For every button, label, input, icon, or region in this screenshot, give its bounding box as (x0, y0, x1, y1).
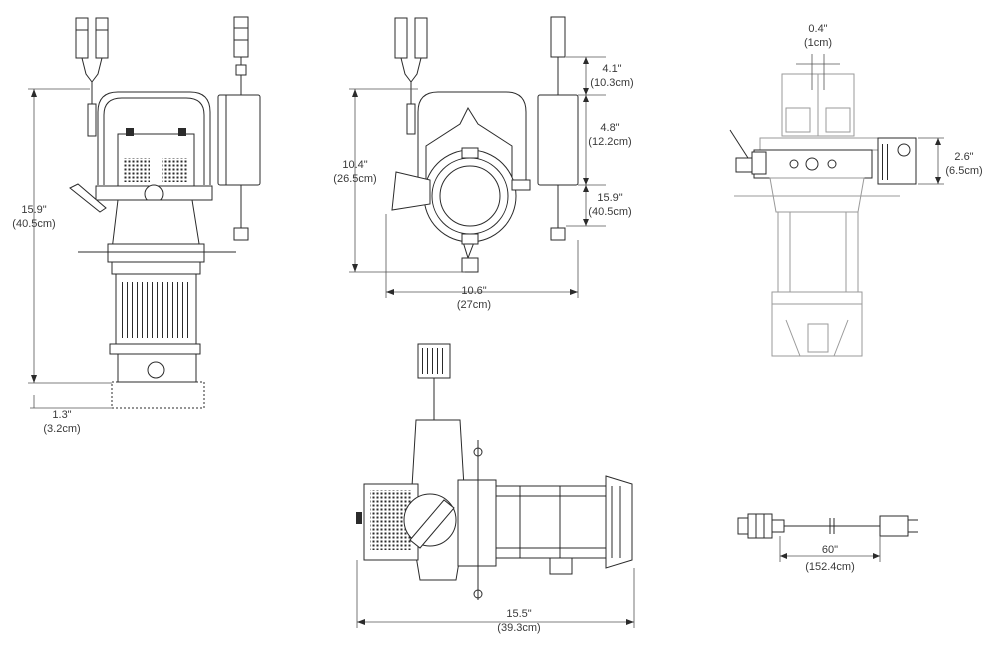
cable-length-in: 60" (822, 544, 838, 556)
top-box-height-dimension: 2.6" (6.5cm) (918, 137, 983, 185)
top-box-height-cm: (6.5cm) (945, 165, 982, 177)
cable-length-cm: (152.4cm) (805, 561, 855, 573)
rear-right-dimensions: 4.1" (10.3cm) 4.8" (12.2cm) 15.9" (40.5c… (566, 56, 634, 227)
side-view (356, 343, 633, 600)
cable-length-dimension: 60" (152.4cm) (779, 536, 881, 573)
power-cable (737, 513, 918, 539)
front-height-dimension: 15.9" (40.5cm) (12, 88, 112, 384)
rear-box-height-cm: (12.2cm) (588, 136, 631, 148)
front-base-offset-cm: (3.2cm) (43, 423, 80, 435)
front-base-offset-dimension: 1.3" (3.2cm) (30, 395, 112, 435)
rear-connector-top-in: 4.1" (602, 63, 621, 75)
top-offset-in: 0.4" (808, 23, 827, 35)
rear-width-cm: (27cm) (457, 299, 491, 311)
rear-box-height-in: 4.8" (600, 122, 619, 134)
front-view (69, 16, 261, 409)
front-base-offset-in: 1.3" (52, 409, 71, 421)
side-length-cm: (39.3cm) (497, 622, 540, 634)
rear-cable-drop-cm: (40.5cm) (588, 206, 631, 218)
front-height-in: 15.9" (21, 204, 46, 216)
dmx-connector-pair (75, 17, 109, 137)
front-height-cm: (40.5cm) (12, 218, 55, 230)
rear-height-dimension: 10.4" (26.5cm) (333, 88, 465, 273)
rear-height-cm: (26.5cm) (333, 173, 376, 185)
rear-cable-drop-in: 15.9" (597, 192, 622, 204)
top-offset-dimension: 0.4" (1cm) (796, 23, 840, 90)
top-box-height-in: 2.6" (954, 151, 973, 163)
rear-height-in: 10.4" (342, 159, 367, 171)
top-view (729, 73, 917, 357)
rear-view (391, 16, 579, 273)
rear-width-dimension: 10.6" (27cm) (385, 214, 579, 311)
power-connector (233, 16, 249, 95)
top-offset-cm: (1cm) (804, 37, 832, 49)
rear-connector-top-cm: (10.3cm) (590, 77, 633, 89)
rear-width-in: 10.6" (461, 285, 486, 297)
side-length-in: 15.5" (506, 608, 531, 620)
side-length-dimension: 15.5" (39.3cm) (356, 560, 635, 634)
